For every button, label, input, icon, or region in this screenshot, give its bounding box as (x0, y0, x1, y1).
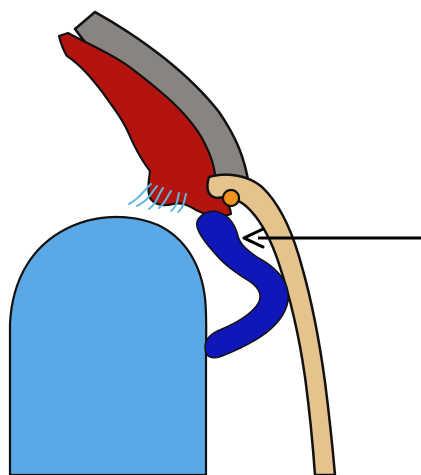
orange-dot (223, 190, 239, 206)
light-blue-dome (10, 217, 206, 475)
